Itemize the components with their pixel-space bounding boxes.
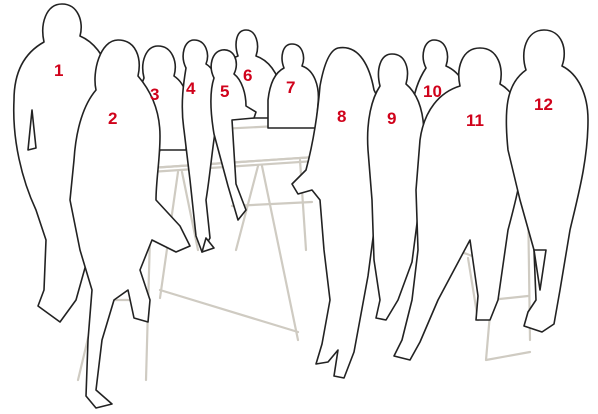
label-person-5: 5 [220, 82, 229, 101]
label-person-6: 6 [243, 66, 252, 85]
table-leg-front-right [262, 166, 298, 340]
label-person-9: 9 [387, 109, 396, 128]
label-person-12: 12 [534, 95, 553, 114]
label-person-3: 3 [150, 85, 159, 104]
label-person-2: 2 [108, 109, 117, 128]
table-foot-rail [160, 290, 298, 332]
label-person-10: 10 [423, 82, 442, 101]
label-person-7: 7 [286, 78, 295, 97]
label-person-1: 1 [54, 61, 63, 80]
label-person-11: 11 [466, 111, 484, 130]
person-12-silhouette [506, 30, 588, 332]
label-person-8: 8 [337, 107, 346, 126]
label-person-4: 4 [186, 79, 196, 98]
